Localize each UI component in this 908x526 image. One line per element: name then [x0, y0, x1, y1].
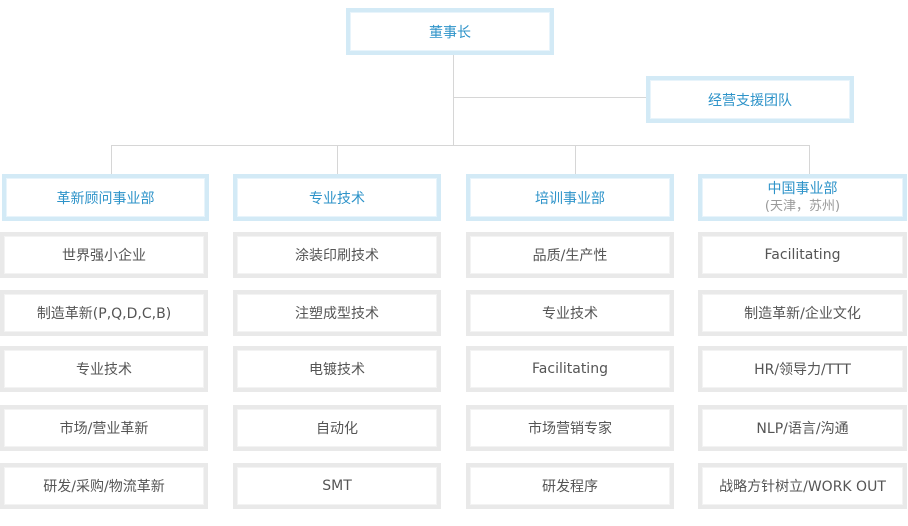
division-4-item-4: NLP/语言/沟通 — [698, 405, 907, 451]
item-label: 市场/营业革新 — [59, 421, 149, 437]
item-label: 涂装印刷技术 — [295, 248, 379, 264]
connector-division-bar — [111, 145, 809, 146]
division-1-item-4: 市场/营业革新 — [0, 405, 208, 451]
division-1-item-1: 世界强小企业 — [0, 232, 208, 278]
division-4-item-1: Facilitating — [698, 232, 907, 278]
division-header-3: 培训事业部 — [466, 174, 674, 221]
item-label: 专业技术 — [76, 362, 132, 378]
item-label: 研发程序 — [542, 479, 598, 495]
division-1-item-3: 专业技术 — [0, 346, 208, 392]
item-label: HR/领导力/TTT — [754, 362, 851, 378]
division-1-item-5: 研发/采购/物流革新 — [0, 463, 208, 509]
connector-division-3 — [575, 145, 576, 175]
connector-division-4 — [809, 145, 810, 175]
division-3-item-2: 专业技术 — [466, 290, 674, 336]
chairman-box: 董事长 — [346, 8, 554, 55]
division-2-item-4: 自动化 — [233, 405, 441, 451]
division-2-item-3: 电镀技术 — [233, 346, 441, 392]
division-2-item-5: SMT — [233, 463, 441, 509]
division-header-2: 专业技术 — [233, 174, 441, 221]
connector-root-vertical — [453, 54, 454, 146]
item-label: 电镀技术 — [309, 362, 365, 378]
division-4-item-2: 制造革新/企业文化 — [698, 290, 907, 336]
item-label: 制造革新(P,Q,D,C,B) — [36, 306, 172, 322]
connector-division-2 — [337, 145, 338, 175]
division-subtitle: (天津，苏州) — [764, 198, 841, 214]
division-title: 革新顾问事业部 — [56, 190, 155, 207]
item-label: 注塑成型技术 — [295, 306, 379, 322]
item-label: 品质/生产性 — [532, 248, 608, 264]
item-label: 世界强小企业 — [62, 248, 146, 264]
division-4-item-5: 战略方针树立/WORK OUT — [698, 463, 907, 509]
division-title: 中国事业部 — [767, 180, 838, 197]
item-label: Facilitating — [532, 361, 608, 377]
division-3-item-5: 研发程序 — [466, 463, 674, 509]
support-team-label: 经营支援团队 — [708, 92, 792, 109]
item-label: 市场营销专家 — [528, 421, 612, 437]
division-3-item-3: Facilitating — [466, 346, 674, 392]
division-header-1: 革新顾问事业部 — [2, 174, 209, 221]
support-team-box: 经营支援团队 — [646, 76, 854, 123]
item-label: SMT — [322, 478, 352, 494]
item-label: Facilitating — [764, 247, 841, 263]
division-title: 专业技术 — [309, 190, 365, 207]
division-2-item-1: 涂装印刷技术 — [233, 232, 441, 278]
item-label: 自动化 — [316, 421, 358, 437]
division-3-item-4: 市场营销专家 — [466, 405, 674, 451]
item-label: 战略方针树立/WORK OUT — [719, 479, 886, 495]
item-label: 专业技术 — [542, 306, 598, 322]
division-header-4: 中国事业部 (天津，苏州) — [698, 174, 907, 221]
chairman-label: 董事长 — [429, 24, 471, 41]
item-label: 研发/采购/物流革新 — [43, 479, 165, 495]
division-2-item-2: 注塑成型技术 — [233, 290, 441, 336]
division-1-item-2: 制造革新(P,Q,D,C,B) — [0, 290, 208, 336]
division-title: 培训事业部 — [535, 190, 605, 207]
item-label: 制造革新/企业文化 — [744, 306, 861, 322]
connector-support-horizontal — [453, 97, 647, 98]
division-4-item-3: HR/领导力/TTT — [698, 346, 907, 392]
connector-division-1 — [111, 145, 112, 175]
item-label: NLP/语言/沟通 — [756, 421, 849, 437]
division-3-item-1: 品质/生产性 — [466, 232, 674, 278]
